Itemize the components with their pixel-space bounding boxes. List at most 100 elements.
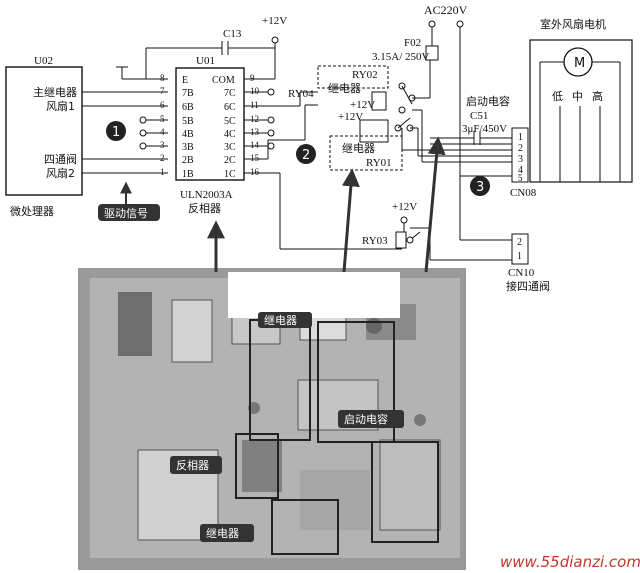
svg-text:继电器: 继电器 [264, 314, 297, 327]
driver-left-pin-num: 8 [160, 73, 165, 83]
mcu-pin-fan2: 风扇2 [46, 166, 75, 180]
ry01-label: 继电器 [342, 142, 375, 155]
photo-blank-box [228, 272, 400, 318]
driver-left-pin-num: 5 [160, 114, 165, 124]
driver-right-pin: 1C [224, 169, 236, 180]
mcu-block: U02 主继电器 风扇1 四通阀 风扇2 微处理器 [5, 55, 83, 218]
driver-part: ULN2003A [180, 189, 233, 201]
cn08-pin-1: 1 [518, 132, 523, 143]
ry02-vcc: +12V [350, 99, 375, 111]
svg-text:反相器: 反相器 [176, 459, 209, 472]
svg-text:1: 1 [112, 125, 120, 140]
driver-right-pin: 6C [224, 102, 236, 113]
photo-label-inverter: 反相器 [170, 456, 222, 474]
mcu-caption: 微处理器 [10, 204, 54, 218]
driver-right-pin-num: 9 [250, 73, 255, 83]
driver-block: U01 E7B6B5B4B3B2B1BCOM7C6C5C4C3C2C1C8765… [160, 55, 260, 215]
motor-speed-high: 高 [592, 89, 603, 103]
driver-left-pin: 4B [182, 129, 194, 140]
ry04-label: RY04 [288, 88, 314, 100]
driver-right-pin: 7C [224, 88, 236, 99]
cn10-pin-1: 1 [517, 251, 522, 262]
badge-1: 1 [106, 121, 126, 141]
driver-left-pin: 3B [182, 142, 194, 153]
ry03-label: RY03 [362, 235, 388, 247]
relay-ry02 [300, 65, 389, 111]
svg-text:继电器: 继电器 [206, 527, 239, 540]
relay-ry01 [290, 104, 403, 171]
ry01-id: RY01 [366, 157, 392, 169]
driver-left-pin: 5B [182, 116, 194, 127]
ry02-label: 继电器 [328, 82, 361, 95]
fuse-rating: 3.15A/ 250V [372, 51, 430, 63]
driver-output-wires [244, 36, 402, 250]
relay-ry03 [395, 216, 529, 265]
photo-arrows [207, 136, 446, 273]
driver-left-pin: E [182, 75, 188, 86]
driver-left-pin-num: 4 [160, 127, 165, 137]
driver-caption: 反相器 [188, 202, 221, 215]
driver-left-pin-num: 2 [160, 153, 165, 163]
ac-label: AC220V [424, 3, 468, 17]
mcu-pin-main-relay: 主继电器 [33, 86, 77, 99]
mcu-wires [82, 41, 275, 174]
driver-right-pin: COM [212, 75, 235, 86]
driver-right-pin-num: 10 [250, 86, 260, 96]
driver-right-pin-num: 12 [250, 114, 259, 124]
photo-label-relay-top: 继电器 [258, 312, 312, 328]
photo-label-start-cap: 启动电容 [338, 410, 404, 428]
relay-contacts [394, 58, 431, 132]
driver-right-pin-num: 15 [250, 153, 260, 163]
driver-right-pin-num: 11 [250, 100, 259, 110]
cap-c13-label: C13 [223, 28, 242, 40]
cn08-pin-5: 5 [518, 173, 523, 183]
svg-text:驱动信号: 驱动信号 [104, 207, 148, 220]
motor-speed-mid: 中 [572, 90, 583, 103]
cn08-connector [511, 127, 529, 183]
driver-left-pin: 2B [182, 155, 194, 166]
driver-left-pin: 1B [182, 169, 194, 180]
start-cap-value: 3μF/450V [462, 123, 507, 135]
driver-right-pin: 5C [224, 116, 236, 127]
svg-text:启动电容: 启动电容 [344, 412, 388, 426]
driver-left-pin-num: 7 [160, 86, 165, 96]
cn10-pin-2: 2 [517, 237, 522, 248]
start-cap-id: C51 [470, 110, 488, 122]
svg-text:3: 3 [476, 180, 484, 195]
driver-right-pin: 4C [224, 129, 236, 140]
driver-right-pin: 3C [224, 142, 236, 153]
driver-right-pin-num: 13 [250, 127, 260, 137]
vcc-top: +12V [262, 15, 287, 27]
motor-speed-low: 低 [552, 90, 563, 103]
watermark: www.55dianzi.com [500, 553, 640, 571]
cn08-pin-4: 4 [518, 165, 523, 176]
cn10-id: CN10 [508, 267, 535, 279]
fuse-id: F02 [404, 37, 421, 49]
ry01-vcc: +12V [338, 111, 363, 123]
driver-right-pin-num: 14 [250, 140, 260, 150]
driver-id: U01 [196, 55, 215, 67]
cn10-caption: 接四通阀 [506, 279, 550, 293]
svg-text:2: 2 [302, 148, 310, 163]
motor-symbol: M [574, 56, 585, 71]
driver-right-pin-num: 16 [250, 167, 260, 177]
mcu-pin-fan1: 风扇1 [46, 99, 75, 113]
driver-left-pin-num: 3 [160, 140, 165, 150]
cn08-id: CN08 [510, 187, 537, 199]
mcu-pin-4way: 四通阀 [44, 152, 77, 166]
ry03-vcc: +12V [392, 201, 417, 213]
photo-label-relay-bottom: 继电器 [200, 524, 254, 542]
mcu-id: U02 [34, 55, 53, 67]
driver-left-pin-num: 6 [160, 100, 165, 110]
cn08-pin-3: 3 [518, 154, 523, 165]
ry02-id: RY02 [352, 69, 378, 81]
drive-signal-tag: 驱动信号 [98, 181, 160, 221]
driver-left-pin: 7B [182, 88, 194, 99]
motor-block [529, 39, 633, 183]
start-cap-title: 启动电容 [466, 94, 510, 108]
badge-2: 2 [296, 144, 316, 164]
ac-lines [401, 20, 528, 240]
driver-right-pin: 2C [224, 155, 236, 166]
